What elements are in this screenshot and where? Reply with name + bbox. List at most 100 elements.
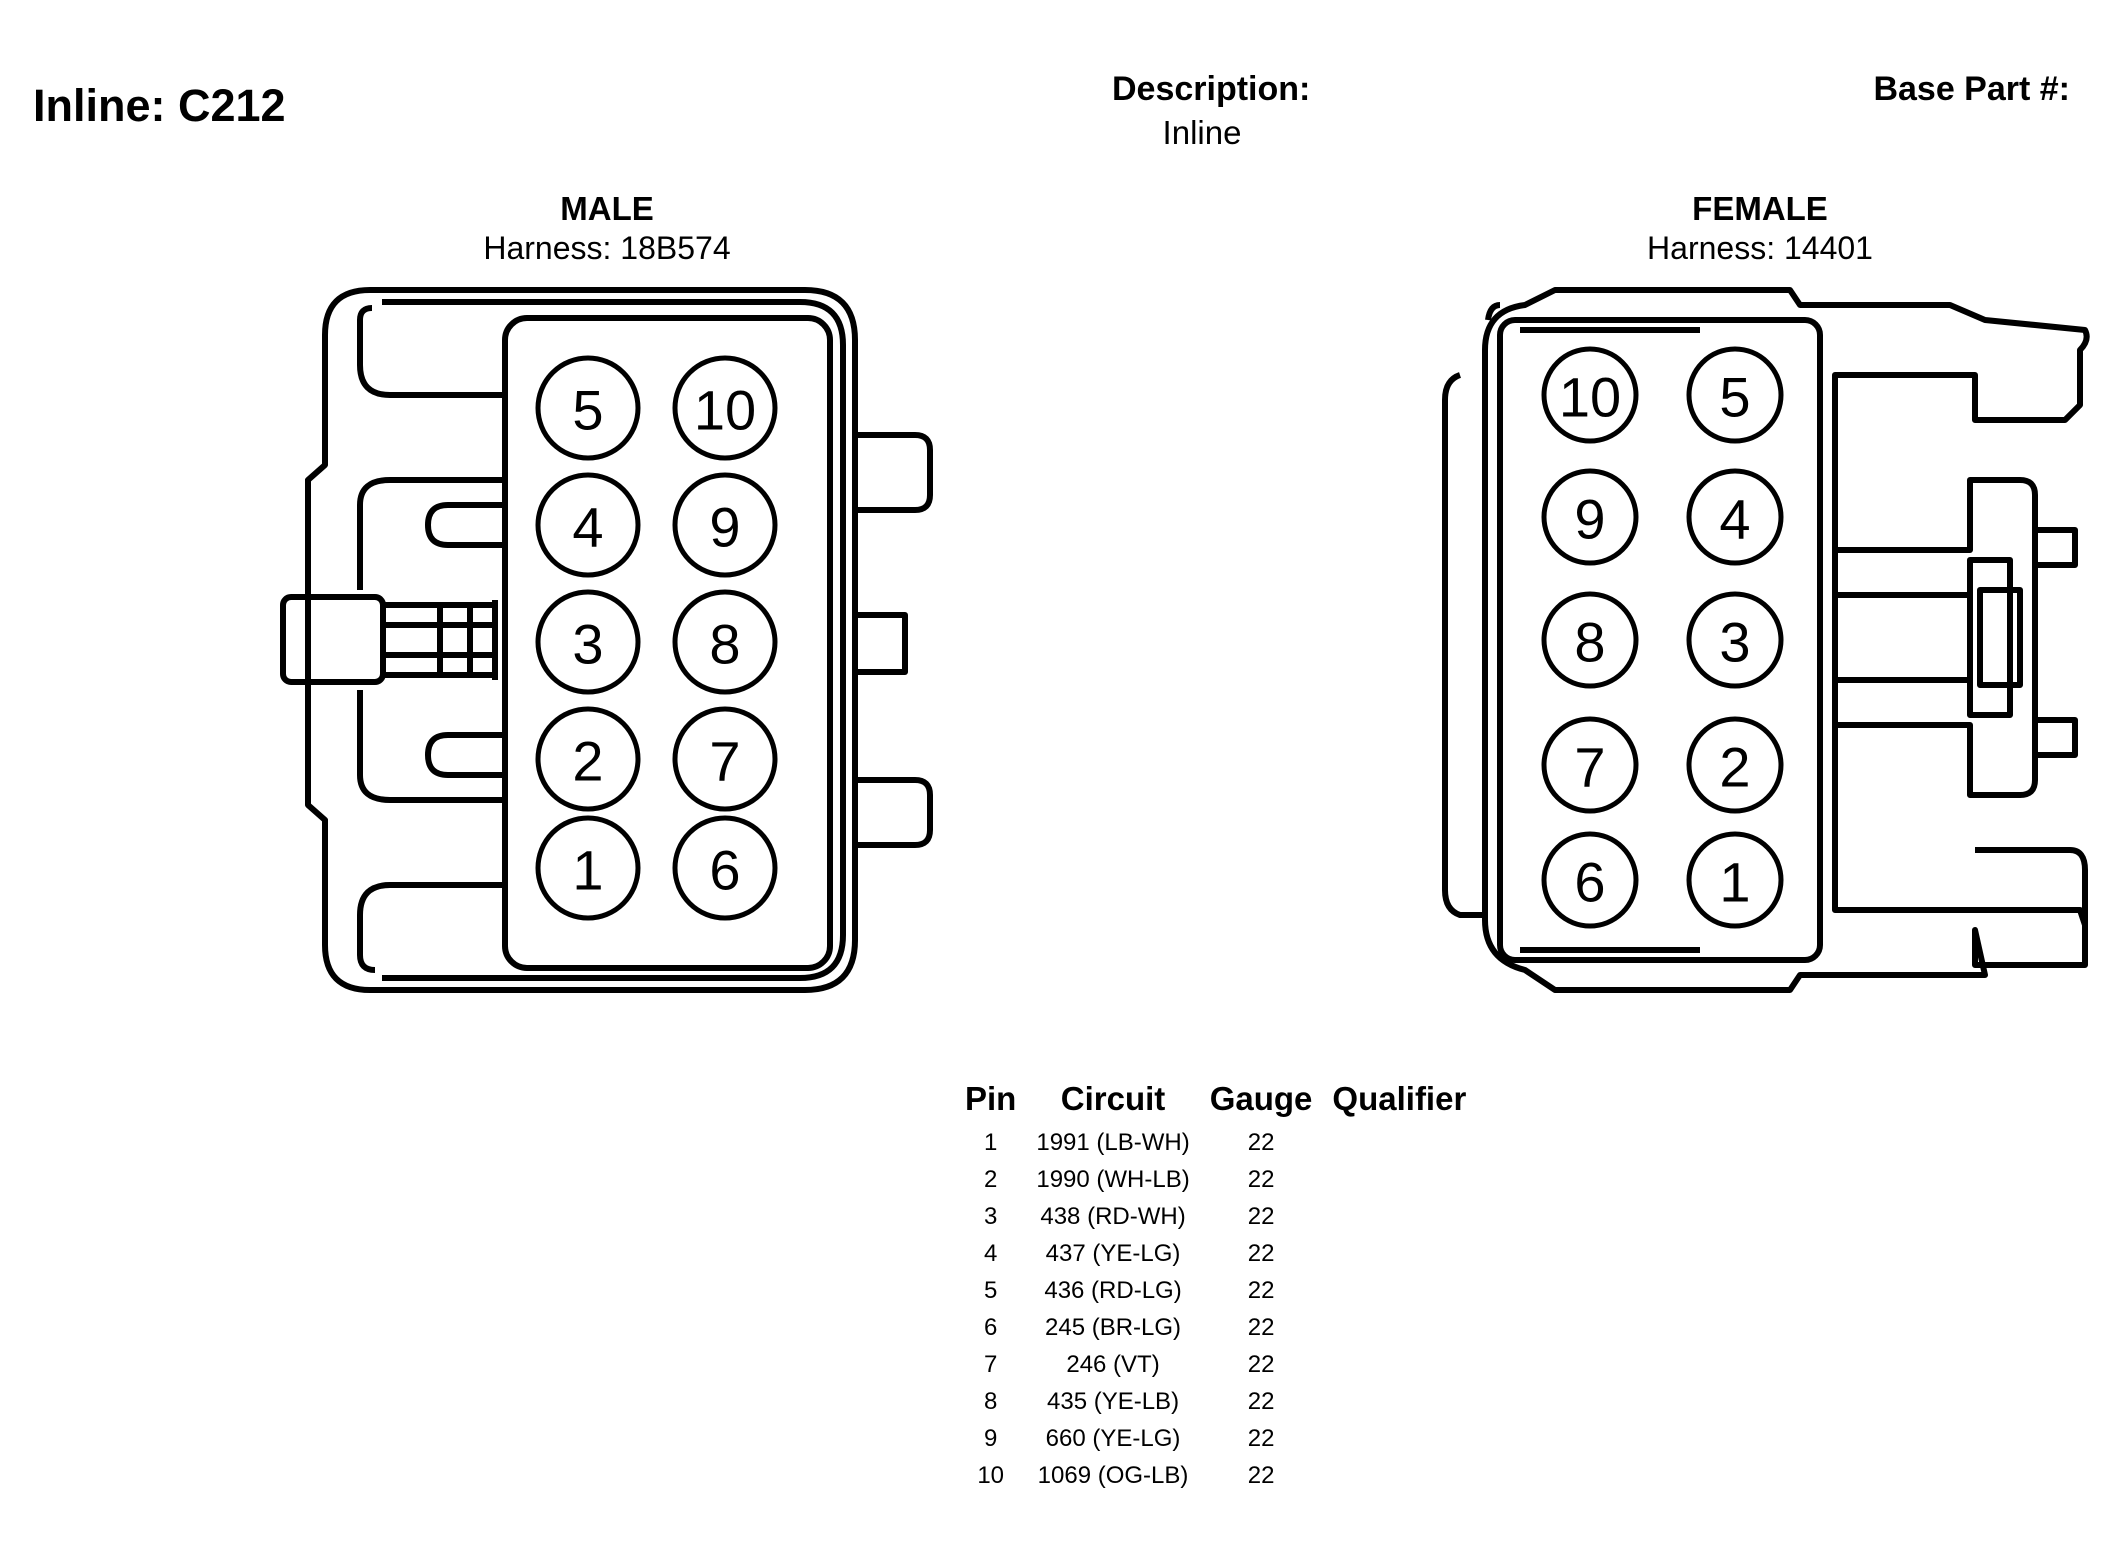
pin-number: 10 [977, 1461, 1005, 1489]
circuit: 1991 (LB-WH) [1036, 1128, 1190, 1156]
svg-text:2: 2 [572, 730, 603, 793]
male-pin-6: 6 [672, 815, 778, 921]
pin-table-header: Pin Circuit Gauge Qualifier [955, 1080, 1476, 1124]
svg-text:7: 7 [709, 730, 740, 793]
female-connector-name: FEMALE [1692, 190, 1828, 227]
qualifier [1322, 1161, 1476, 1198]
table-row: 8 435 (YE-LB) 22 [955, 1383, 1476, 1420]
gauge: 22 [1247, 1387, 1275, 1415]
circuit: 438 (RD-WH) [1040, 1202, 1186, 1230]
qualifier [1322, 1124, 1476, 1161]
svg-text:10: 10 [694, 379, 756, 442]
svg-text:4: 4 [572, 496, 603, 559]
female-harness-label: Harness: 14401 [1647, 230, 1873, 266]
svg-text:6: 6 [1574, 851, 1605, 914]
male-harness-label: Harness: 18B574 [483, 230, 731, 266]
table-row: 5 436 (RD-LG) 22 [955, 1272, 1476, 1309]
svg-text:2: 2 [1719, 736, 1750, 799]
qualifier [1322, 1198, 1476, 1235]
table-row: 10 1069 (OG-LB) 22 [955, 1457, 1476, 1494]
pin-number: 4 [983, 1239, 998, 1267]
svg-text:6: 6 [709, 839, 740, 902]
svg-text:5: 5 [1719, 366, 1750, 429]
page-title: Inline: C212 [33, 80, 286, 131]
female-pin-9: 9 [1541, 468, 1639, 566]
header-pin: Pin [965, 1080, 1017, 1117]
male-connector-name: MALE [560, 190, 654, 227]
circuit: 660 (YE-LG) [1045, 1424, 1181, 1452]
table-row: 7 246 (VT) 22 [955, 1346, 1476, 1383]
table-row: 9 660 (YE-LG) 22 [955, 1420, 1476, 1457]
pin-number: 7 [983, 1350, 998, 1378]
female-pin-1: 1 [1686, 831, 1784, 929]
pin-number: 6 [983, 1313, 998, 1341]
header-circuit: Circuit [1060, 1080, 1166, 1117]
female-pin-3: 3 [1686, 591, 1784, 689]
male-pins: 5 10 4 9 3 8 2 7 1 6 [535, 355, 778, 921]
pin-number: 5 [983, 1276, 998, 1304]
female-connector-drawing [1442, 287, 2090, 993]
svg-text:1: 1 [572, 839, 603, 902]
male-pin-1: 1 [535, 815, 641, 921]
circuit: 435 (YE-LB) [1047, 1387, 1180, 1415]
gauge: 22 [1247, 1128, 1275, 1156]
base-part-label: Base Part #: [1873, 70, 2070, 108]
qualifier [1322, 1420, 1476, 1457]
male-pin-4: 4 [535, 472, 641, 578]
qualifier [1322, 1309, 1476, 1346]
female-pin-8: 8 [1541, 591, 1639, 689]
circuit: 245 (BR-LG) [1045, 1313, 1182, 1341]
gauge: 22 [1247, 1350, 1275, 1378]
gauge: 22 [1247, 1276, 1275, 1304]
gauge: 22 [1247, 1239, 1275, 1267]
circuit: 436 (RD-LG) [1044, 1276, 1182, 1304]
svg-text:10: 10 [1559, 366, 1621, 429]
qualifier [1322, 1383, 1476, 1420]
gauge: 22 [1247, 1165, 1275, 1193]
svg-text:8: 8 [1574, 611, 1605, 674]
description-label: Description: [1112, 70, 1311, 108]
female-pin-6: 6 [1541, 831, 1639, 929]
description-value: Inline [1162, 114, 1242, 151]
male-pin-2: 2 [535, 706, 641, 812]
female-pin-5: 5 [1686, 346, 1784, 444]
male-connector-heading: MALE Harness: 18B574 [397, 190, 817, 267]
qualifier [1322, 1272, 1476, 1309]
male-pin-3: 3 [535, 589, 641, 695]
circuit: 1069 (OG-LB) [1037, 1461, 1189, 1489]
gauge: 22 [1247, 1424, 1275, 1452]
svg-text:3: 3 [1719, 611, 1750, 674]
circuit: 1990 (WH-LB) [1036, 1165, 1190, 1193]
gauge: 22 [1247, 1202, 1275, 1230]
female-pin-7: 7 [1541, 716, 1639, 814]
male-pin-9: 9 [672, 472, 778, 578]
circuit: 246 (VT) [1066, 1350, 1160, 1378]
female-pin-10: 10 [1541, 346, 1639, 444]
male-pin-7: 7 [672, 706, 778, 812]
svg-text:9: 9 [709, 496, 740, 559]
male-pin-5: 5 [535, 355, 641, 461]
svg-text:7: 7 [1574, 736, 1605, 799]
pin-number: 8 [983, 1387, 998, 1415]
svg-text:4: 4 [1719, 488, 1750, 551]
qualifier [1322, 1235, 1476, 1272]
svg-text:9: 9 [1574, 488, 1605, 551]
qualifier [1322, 1346, 1476, 1383]
svg-text:3: 3 [572, 613, 603, 676]
connector-diagram: 5 10 4 9 3 8 2 7 1 6 10 5 9 4 8 3 7 2 [280, 287, 2090, 993]
pin-number: 9 [983, 1424, 998, 1452]
qualifier [1322, 1457, 1476, 1494]
header-gauge: Gauge [1209, 1080, 1313, 1117]
male-connector-drawing [280, 287, 933, 993]
gauge: 22 [1247, 1461, 1275, 1489]
svg-text:5: 5 [572, 379, 603, 442]
svg-text:1: 1 [1719, 851, 1750, 914]
female-connector-heading: FEMALE Harness: 14401 [1550, 190, 1970, 267]
